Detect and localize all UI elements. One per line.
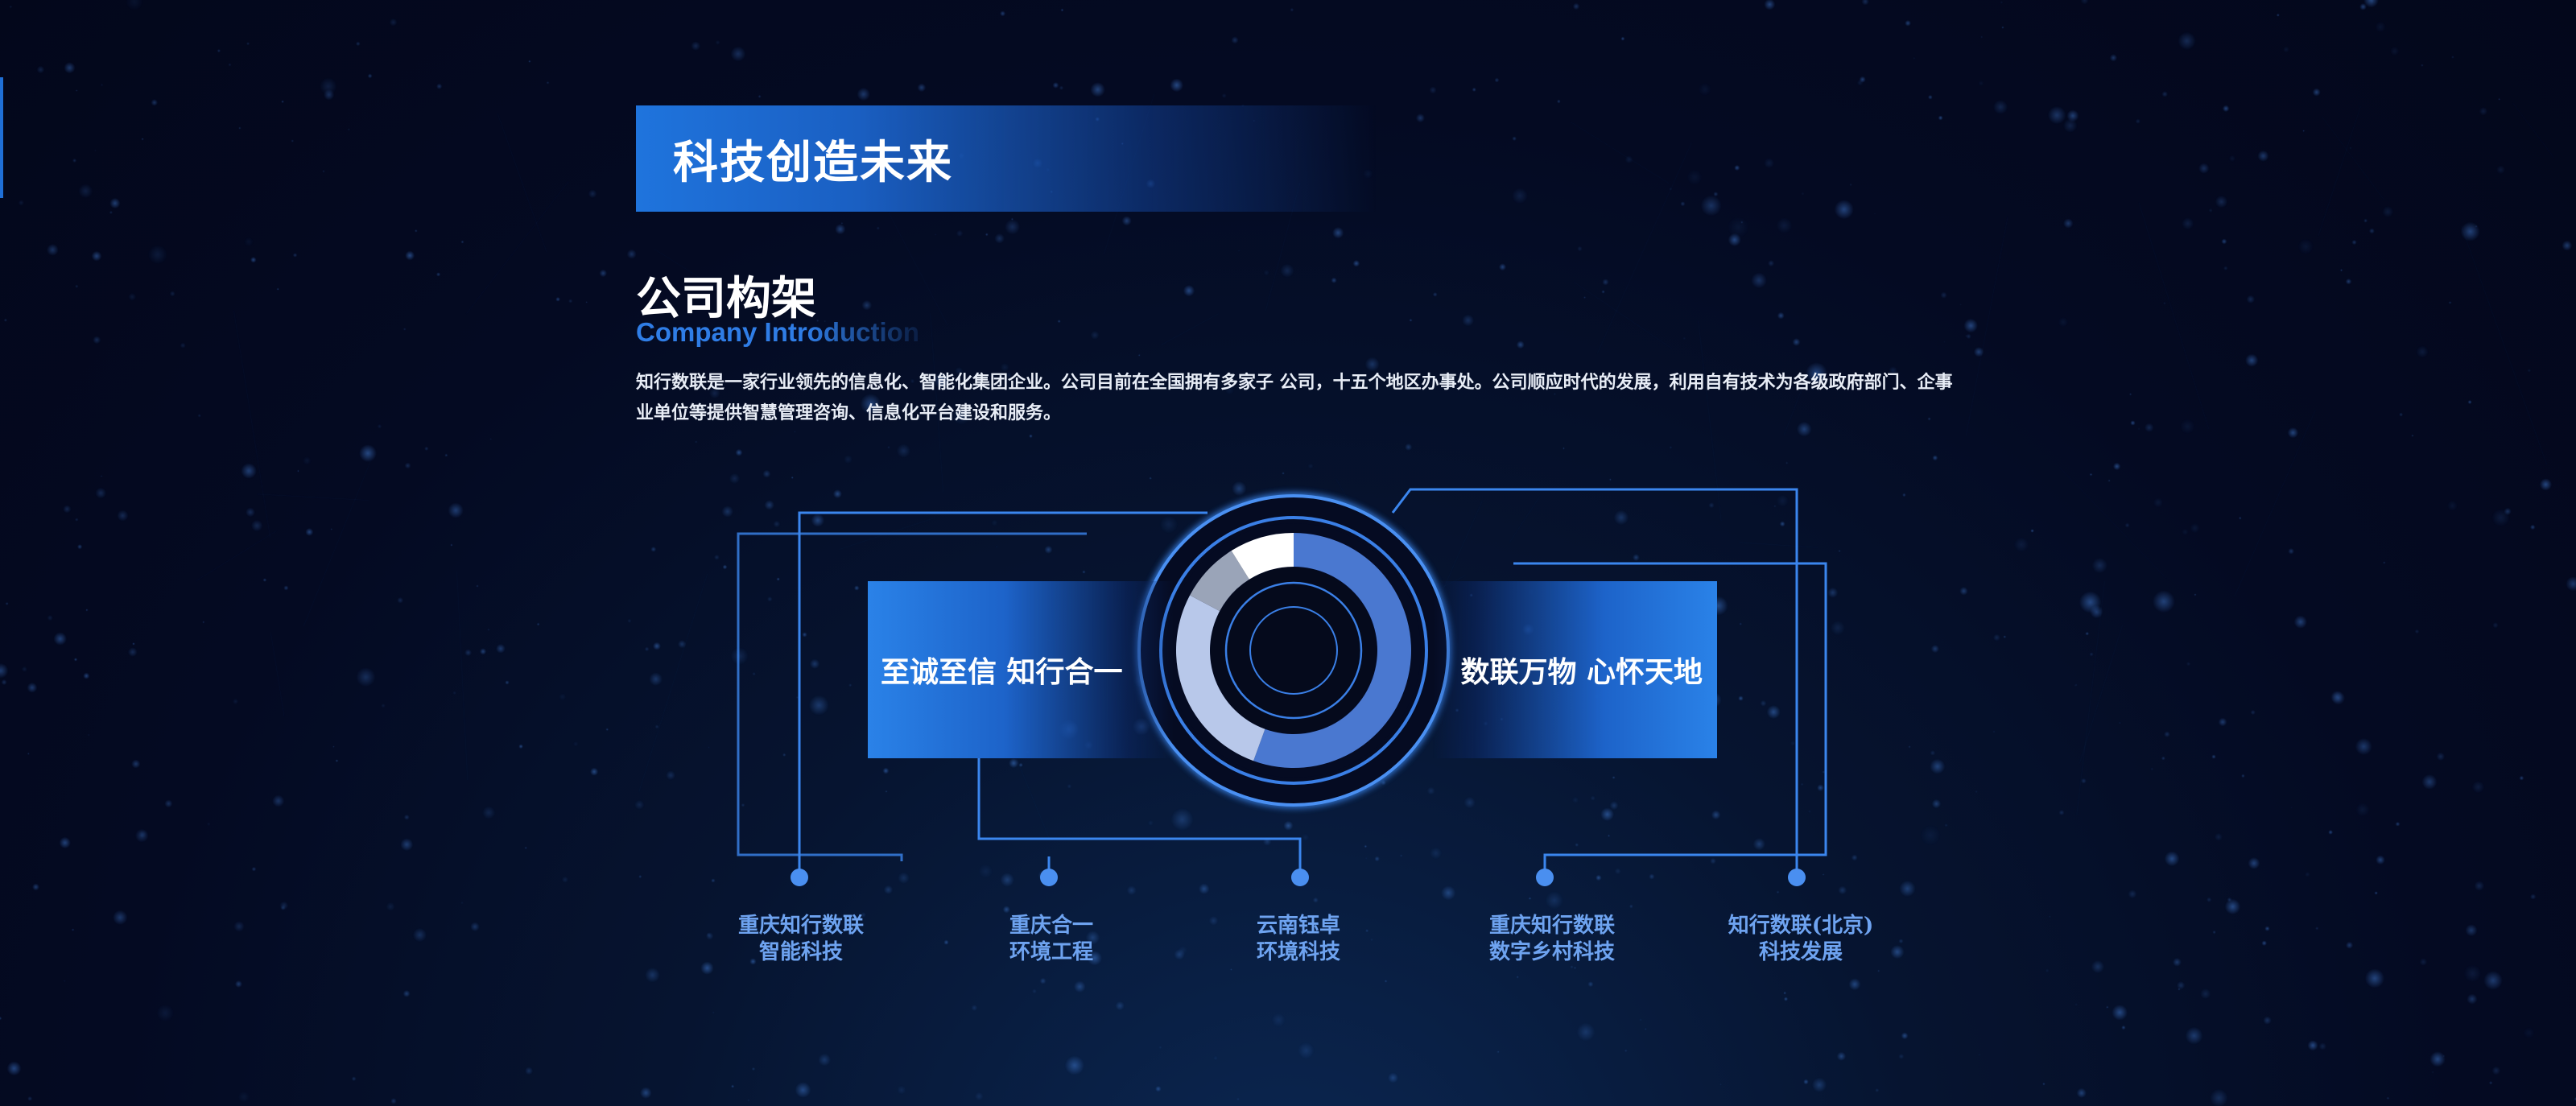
subsidiary-name-line2: 环境科技 <box>1256 940 1340 964</box>
subsidiary-name-line1: 云南钰卓 <box>1256 914 1340 938</box>
connector-line <box>798 511 1208 877</box>
connector-line <box>1513 562 1827 877</box>
connector-line <box>1391 488 1798 877</box>
subsidiary-name-line1: 重庆合一 <box>1009 914 1093 938</box>
right-motto: 数联万物 心怀天地 <box>1460 656 1703 689</box>
ring-segment <box>1253 533 1411 768</box>
ring-segment <box>1176 595 1265 761</box>
subsidiary-name-line2: 智能科技 <box>758 940 843 964</box>
header-banner: 科技创造未来 <box>636 105 1377 212</box>
subsidiary-label: 重庆合一 环境工程 <box>955 913 1148 966</box>
center-ring-emblem <box>1129 485 1459 815</box>
company-intro-text: 知行数联是一家行业领先的信息化、智能化集团企业。公司目前在全国拥有多家子 公司，… <box>636 372 1953 423</box>
subsidiary-label: 知行数联(北京) 科技发展 <box>1704 913 1897 966</box>
subsidiary-name-line1: 重庆知行数联 <box>1488 914 1615 938</box>
connector-line <box>737 532 1087 861</box>
subsidiary-name-line1: 知行数联(北京) <box>1728 914 1874 938</box>
ring-segment <box>1231 533 1294 580</box>
left-motto-box: 至诚至信 知行合一 <box>868 581 1174 758</box>
connector-dots <box>791 869 1806 886</box>
right-motto-box: 数联万物 心怀天地 <box>1433 581 1717 758</box>
subsidiary-name-line2: 环境工程 <box>1009 940 1093 964</box>
connector-dot <box>1788 869 1806 886</box>
connector-lines <box>737 488 1827 877</box>
connector-dot <box>791 869 808 886</box>
edge-accent-bar <box>0 77 3 198</box>
subsidiary-name-line2: 数字乡村科技 <box>1488 940 1615 964</box>
section-subtitle: Company Introduction <box>636 317 919 347</box>
subsidiary-label: 重庆知行数联 数字乡村科技 <box>1455 913 1649 966</box>
connector-dot <box>1291 869 1309 886</box>
subsidiary-name-line2: 科技发展 <box>1758 940 1843 964</box>
subsidiary-label: 云南钰卓 环境科技 <box>1202 913 1395 966</box>
section-title: 公司构架 <box>636 273 816 325</box>
subsidiary-name-line1: 重庆知行数联 <box>737 914 864 938</box>
left-motto: 至诚至信 知行合一 <box>881 656 1123 689</box>
banner-title: 科技创造未来 <box>673 137 953 189</box>
ring-segment <box>1190 551 1249 612</box>
connector-line <box>977 745 1302 877</box>
subsidiary-label: 重庆知行数联 智能科技 <box>704 913 898 966</box>
connector-dot <box>1536 869 1554 886</box>
connector-dot <box>1040 869 1058 886</box>
